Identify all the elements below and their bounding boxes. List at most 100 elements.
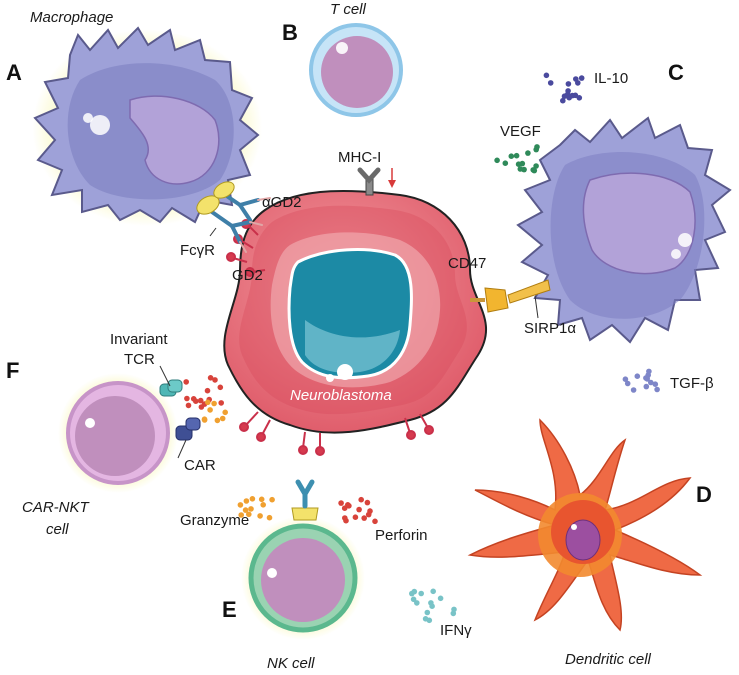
panel-label-a: A [6,60,22,85]
cytokine-dot [428,600,434,606]
cytokine-dot [519,160,526,167]
cytokine-dot [258,496,265,503]
cytokine-dot [643,383,650,390]
car-nkt-core [75,396,155,476]
cytokine-dot [238,512,244,518]
cytokine-dot [652,381,659,388]
ifny-dots [409,588,457,624]
cytokine-dot [197,397,204,404]
nk-cell [241,479,365,640]
cytokine-dot [414,600,420,606]
mhc-i-molecule [357,167,381,196]
cytokine-dot [248,506,254,512]
cytokine-dot [494,157,500,164]
cytokine-dot [184,395,190,402]
macrophage-cell [32,26,263,227]
tgfb-label: TGF-β [670,375,714,392]
il10-dots [543,72,585,104]
panel-label-f: F [6,358,19,383]
panel-label-b: B [282,20,298,45]
cytokine-dot [525,150,531,156]
cytokine-dot [352,514,359,520]
cytokine-dot [430,588,437,595]
cytokine-dot [211,400,217,407]
cytokine-dot [219,415,226,422]
cytokine-dot [364,499,371,506]
panel-label-c: C [668,60,684,85]
cytokine-dot [204,387,211,394]
cytokine-dot [237,502,244,508]
cytokine-dot [578,75,585,81]
macrophage-vesicle [90,115,110,135]
dendritic-vesicle [571,524,577,530]
cytokine-dot [269,496,275,503]
cytokine-dot [426,617,433,624]
cytokine-dot [624,380,631,387]
t-cell-label: T cell [330,1,367,18]
neuroblastoma-cell [223,167,551,456]
cytokine-dot [418,590,425,597]
cytokine-dot [214,417,221,424]
cytokine-dot [346,503,352,509]
cytokine-dot [517,166,524,172]
granzyme-label: Granzyme [180,512,249,529]
cytokine-dot [534,144,540,150]
cytokine-dot [565,81,572,87]
nk-fc-receptor [291,507,319,521]
il10-label: IL-10 [594,70,628,87]
car-nkt-cell [58,373,201,493]
invariant-tcr-label-line1: Invariant [110,331,168,348]
nk-cell-label: NK cell [267,655,315,672]
vegf-dots [494,144,540,174]
tam-cell [516,116,732,344]
mhc-downregulation-arrow [388,168,396,188]
cytokine-dot [205,399,211,406]
panel-label-d: D [696,482,712,507]
invariant-tcr-label-line2: TCR [124,351,155,368]
t-cell-core [321,36,393,108]
tam-vesicle [678,233,692,247]
cytokine-dot [410,596,417,603]
cytokine-dot [249,496,256,502]
cytokine-dot [502,160,509,166]
car-receptor [175,417,201,441]
fcyr-receptors [196,181,235,215]
cytokine-dot [193,398,199,405]
agd2-antibodies [210,188,271,253]
dendritic-cell-label: Dendritic cell [565,651,652,668]
granzyme-dots [237,496,275,521]
t-cell-vesicle [336,42,348,54]
car-nkt-dots [183,375,228,424]
cytokine-dot [222,409,228,416]
cytokine-dot [573,76,579,82]
neuroblastoma-vesicle [337,364,353,380]
cytokine-dot [212,377,218,383]
cytokine-dot [201,416,208,423]
cytokine-dot [242,507,249,513]
car-nkt-vesicle [85,418,95,428]
fcyr-label: FcγR [180,242,215,259]
nk-core [261,538,345,622]
cytokine-dot [543,72,550,79]
cytokine-dot [654,386,660,393]
tgfb-dots [622,368,660,393]
cytokine-dot [338,500,344,506]
cytokine-dot [569,92,576,99]
agd2-label: αGD2 [262,194,302,211]
cytokine-dot [634,373,641,380]
cytokine-dot [646,368,652,375]
vegf-label: VEGF [500,123,541,140]
cytokine-dot [185,402,192,409]
leader-lines [159,227,539,459]
macrophage-nucleus [129,95,220,185]
dendritic-cell [467,418,703,632]
cytokine-dot [411,588,418,595]
cytokine-dot [622,376,629,383]
cytokine-dot [365,511,372,518]
cd47-label: CD47 [448,255,486,272]
cytokine-dot [243,498,250,504]
car-nkt-label-line2: cell [46,521,69,538]
gd2-antigens [226,219,434,456]
cytokine-dot [547,80,554,86]
